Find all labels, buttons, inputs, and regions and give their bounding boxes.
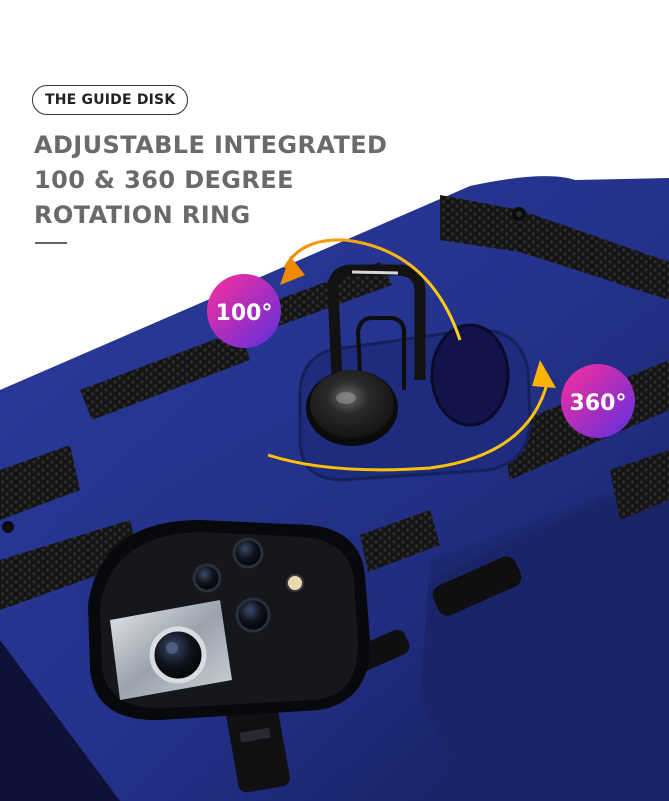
lens-left bbox=[192, 563, 222, 593]
rotation-arrows bbox=[267, 238, 556, 472]
arrow-head-left bbox=[280, 256, 305, 285]
badge-360: 360° bbox=[561, 364, 635, 438]
headline-line-1: ADJUSTABLE INTEGRATED bbox=[34, 131, 388, 159]
headline-line-3: ROTATION RING bbox=[34, 201, 251, 229]
lens-mid bbox=[235, 597, 271, 633]
flash bbox=[286, 574, 304, 592]
guide-disk-tag-label: THE GUIDE DISK bbox=[45, 92, 176, 108]
headline-line-2: 100 & 360 DEGREE bbox=[34, 166, 294, 194]
lens-top bbox=[232, 537, 264, 569]
lens-main bbox=[149, 626, 207, 684]
ring-holder bbox=[298, 264, 532, 482]
headline: ADJUSTABLE INTEGRATED 100 & 360 DEGREE R… bbox=[34, 128, 387, 233]
phone-case bbox=[0, 176, 669, 801]
arrow-head-right bbox=[532, 360, 556, 388]
badge-100: 100° bbox=[207, 274, 281, 348]
svg-text:360°: 360° bbox=[570, 391, 627, 416]
camera-module bbox=[88, 520, 371, 721]
guide-disk-tag: THE GUIDE DISK bbox=[32, 85, 189, 115]
divider bbox=[35, 242, 67, 244]
svg-text:100°: 100° bbox=[216, 301, 273, 326]
